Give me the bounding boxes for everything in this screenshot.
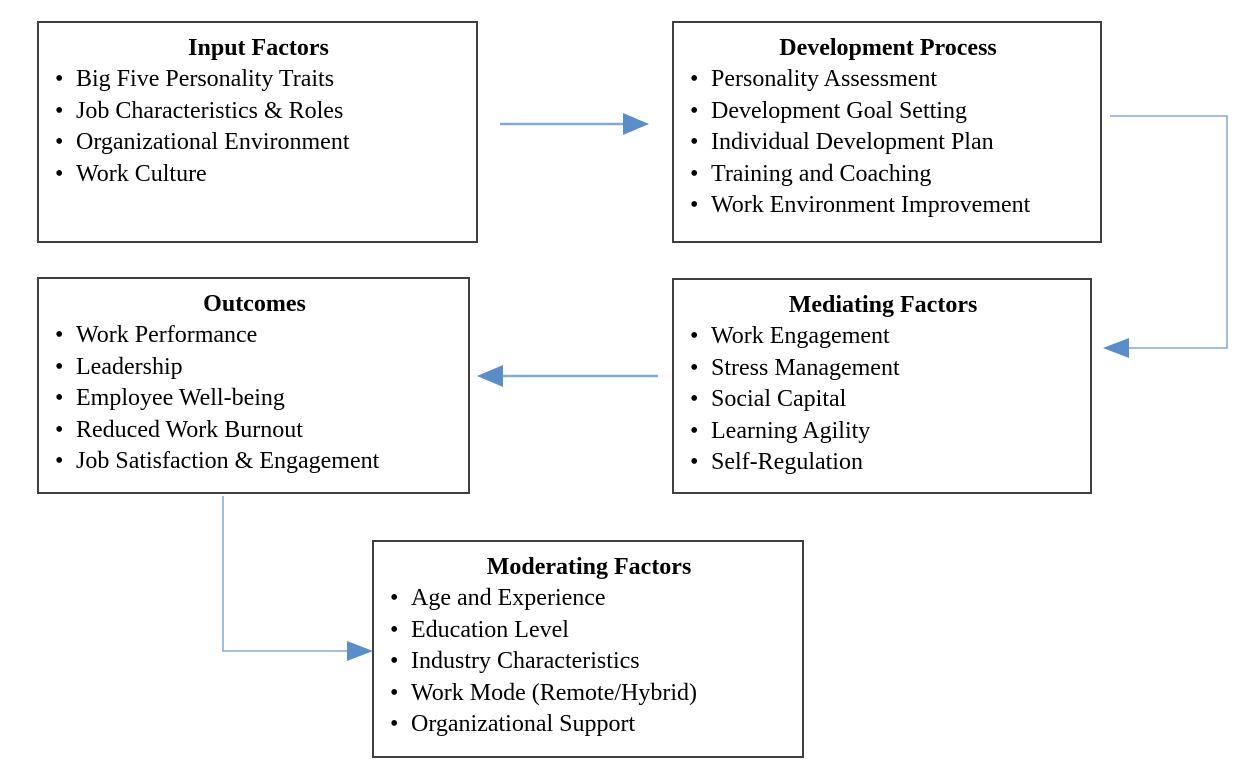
bullet-item: • Work Engagement [690,321,1076,353]
bullet-text: Job Satisfaction & Engagement [76,448,380,475]
bullet-item: • Age and Experience [390,583,788,615]
bullet-glyph: • [55,322,64,348]
bullet-item: • Leadership [55,352,454,384]
bullet-text: Stress Management [711,354,900,381]
arrowhead-outcomes-to-moderating-icon [347,641,373,661]
box-moderating-factors: Moderating Factors • Age and Experience • E… [372,540,804,758]
bullet-text: Organizational Support [411,711,636,738]
bullet-text: Organizational Environment [76,129,350,156]
box-title: Outcomes [203,291,306,317]
arrowhead-development-to-mediating-icon [1103,338,1129,358]
box-title: Mediating Factors [788,292,978,318]
bullet-text: Individual Development Plan [711,129,994,156]
bullet-glyph: • [390,616,399,643]
bullet-text: Employee Well-being [76,385,285,412]
bullet-item: • Employee Well-being [55,383,454,415]
bullet-glyph: • [690,66,699,92]
box-input-factors: Input Factors • Big Five Personality Trai… [37,21,478,243]
bullet-list: • Work Performance • Leadership • Employee We… [55,320,454,478]
bullet-glyph: • [690,449,699,476]
bullet-glyph: • [690,129,699,156]
bullet-item: • Training and Coaching [690,159,1086,191]
bullet-text: Age and Experience [411,585,606,611]
bullet-text: Job Characteristics & Roles [76,97,344,124]
bullet-glyph: • [690,354,699,381]
arrow-outcomes-to-moderating [222,496,347,652]
bullet-text: Work Environment Improvement [711,192,1031,219]
bullet-item: • Development Goal Setting [690,96,1086,128]
arrow-development-to-mediating [1110,115,1228,349]
bullet-glyph: • [690,192,699,219]
bullet-glyph: • [55,353,64,380]
bullet-item: • Education Level [390,615,788,647]
bullet-item: • Work Mode (Remote/Hybrid) [390,678,788,710]
bullet-text: Development Goal Setting [711,97,967,124]
bullet-glyph: • [55,416,64,443]
bullet-text: Work Engagement [711,323,890,349]
bullet-glyph: • [55,385,64,412]
bullet-glyph: • [55,160,64,187]
bullet-glyph: • [390,648,399,675]
bullet-glyph: • [690,97,699,124]
bullet-item: • Job Satisfaction & Engagement [55,446,454,478]
bullet-text: Training and Coaching [711,160,932,187]
bullet-text: Reduced Work Burnout [76,416,303,443]
bullet-glyph: • [390,711,399,738]
bullet-glyph: • [390,585,399,611]
bullet-text: Work Culture [76,160,207,187]
bullet-item: • Work Environment Improvement [690,190,1086,222]
bullet-text: Big Five Personality Traits [76,66,335,92]
bullet-glyph: • [690,417,699,444]
box-outcomes: Outcomes • Work Performance • Leadership • Em… [37,277,470,494]
bullet-item: • Self-Regulation [690,447,1076,479]
bullet-item: • Job Characteristics & Roles [55,96,462,128]
bullet-text: Work Performance [76,322,258,348]
bullet-list: • Age and Experience • Education Level • Indu… [390,583,788,741]
box-title: Development Process [779,35,997,61]
bullet-list: • Personality Assessment • Development Goal… [690,64,1086,222]
bullet-item: • Big Five Personality Traits [55,64,462,96]
bullet-glyph: • [55,97,64,124]
bullet-text: Personality Assessment [711,66,937,92]
box-title: Moderating Factors [486,554,692,580]
bullet-text: Education Level [411,616,569,643]
arrowhead-mediating-to-outcomes-icon [477,365,503,387]
box-mediating-factors: Mediating Factors • Work Engagement • Stres… [672,278,1092,494]
bullet-item: • Personality Assessment [690,64,1086,96]
box-title: Input Factors [188,35,329,61]
bullet-glyph: • [390,679,399,706]
bullet-glyph: • [690,386,699,413]
bullet-glyph: • [690,160,699,187]
bullet-text: Learning Agility [711,417,871,444]
bullet-item: • Work Culture [55,159,462,191]
bullet-text: Self-Regulation [711,449,863,476]
bullet-text: Industry Characteristics [411,648,640,675]
bullet-item: • Stress Management [690,353,1076,385]
bullet-glyph: • [55,66,64,92]
box-development-process: Development Process • Personality Assessm… [672,21,1102,243]
bullet-item: • Reduced Work Burnout [55,415,454,447]
bullet-list: • Work Engagement • Stress Management • Socia… [690,321,1076,479]
arrowhead-input-to-development-icon [623,113,649,135]
bullet-text: Social Capital [711,386,847,413]
bullet-glyph: • [690,323,699,349]
bullet-item: • Work Performance [55,320,454,352]
bullet-list: • Big Five Personality Traits • Job Charact… [55,64,462,190]
bullet-item: • Organizational Support [390,709,788,741]
bullet-text: Leadership [76,353,183,380]
bullet-text: Work Mode (Remote/Hybrid) [411,679,698,706]
bullet-glyph: • [55,448,64,475]
bullet-item: • Industry Characteristics [390,646,788,678]
bullet-glyph: • [55,129,64,156]
bullet-item: • Learning Agility [690,416,1076,448]
bullet-item: • Social Capital [690,384,1076,416]
bullet-item: • Individual Development Plan [690,127,1086,159]
bullet-item: • Organizational Environment [55,127,462,159]
